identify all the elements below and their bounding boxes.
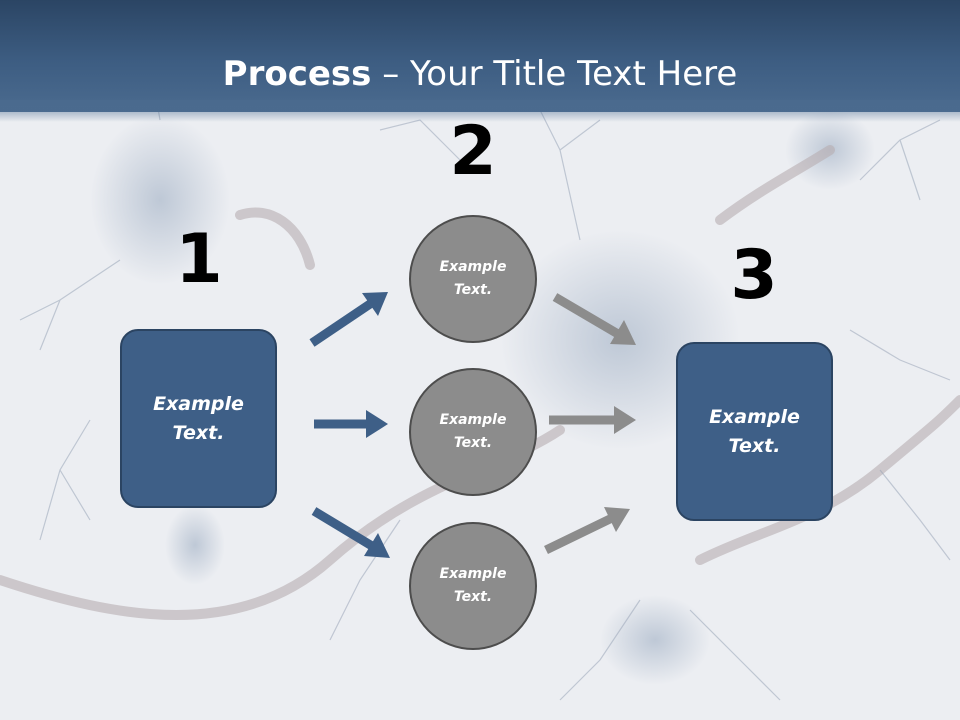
step-3-box: Example Text. (676, 342, 833, 521)
slide-title: Process – Your Title Text Here (0, 52, 960, 96)
arrow-top-to-3 (552, 293, 636, 345)
arrow-1-to-bottom (311, 507, 390, 558)
circle-middle-label: Example Text. (439, 412, 507, 451)
circle-middle: Example Text. (409, 368, 537, 496)
title-dash: – (371, 54, 411, 94)
title-rest: Your Title Text Here (410, 54, 738, 94)
step-3-label: Example Text. (709, 405, 800, 457)
arrow-bottom-to-3 (544, 507, 630, 555)
step-1-label: Example Text. (153, 392, 244, 444)
arrow-1-to-top (309, 292, 388, 347)
title-bar (0, 0, 960, 112)
circle-bottom: Example Text. (409, 522, 537, 650)
title-bold: Process (222, 54, 372, 94)
step-1-box: Example Text. (120, 329, 277, 508)
circle-top: Example Text. (409, 215, 537, 343)
arrow-middle-to-3 (549, 406, 636, 434)
arrow-1-to-middle (314, 410, 388, 438)
circle-top-label: Example Text. (439, 259, 507, 298)
step-number-3: 3 (730, 236, 778, 315)
circle-bottom-label: Example Text. (439, 566, 507, 605)
title-bar-fade (0, 100, 960, 122)
step-number-2: 2 (449, 112, 497, 191)
step-number-1: 1 (175, 220, 223, 299)
